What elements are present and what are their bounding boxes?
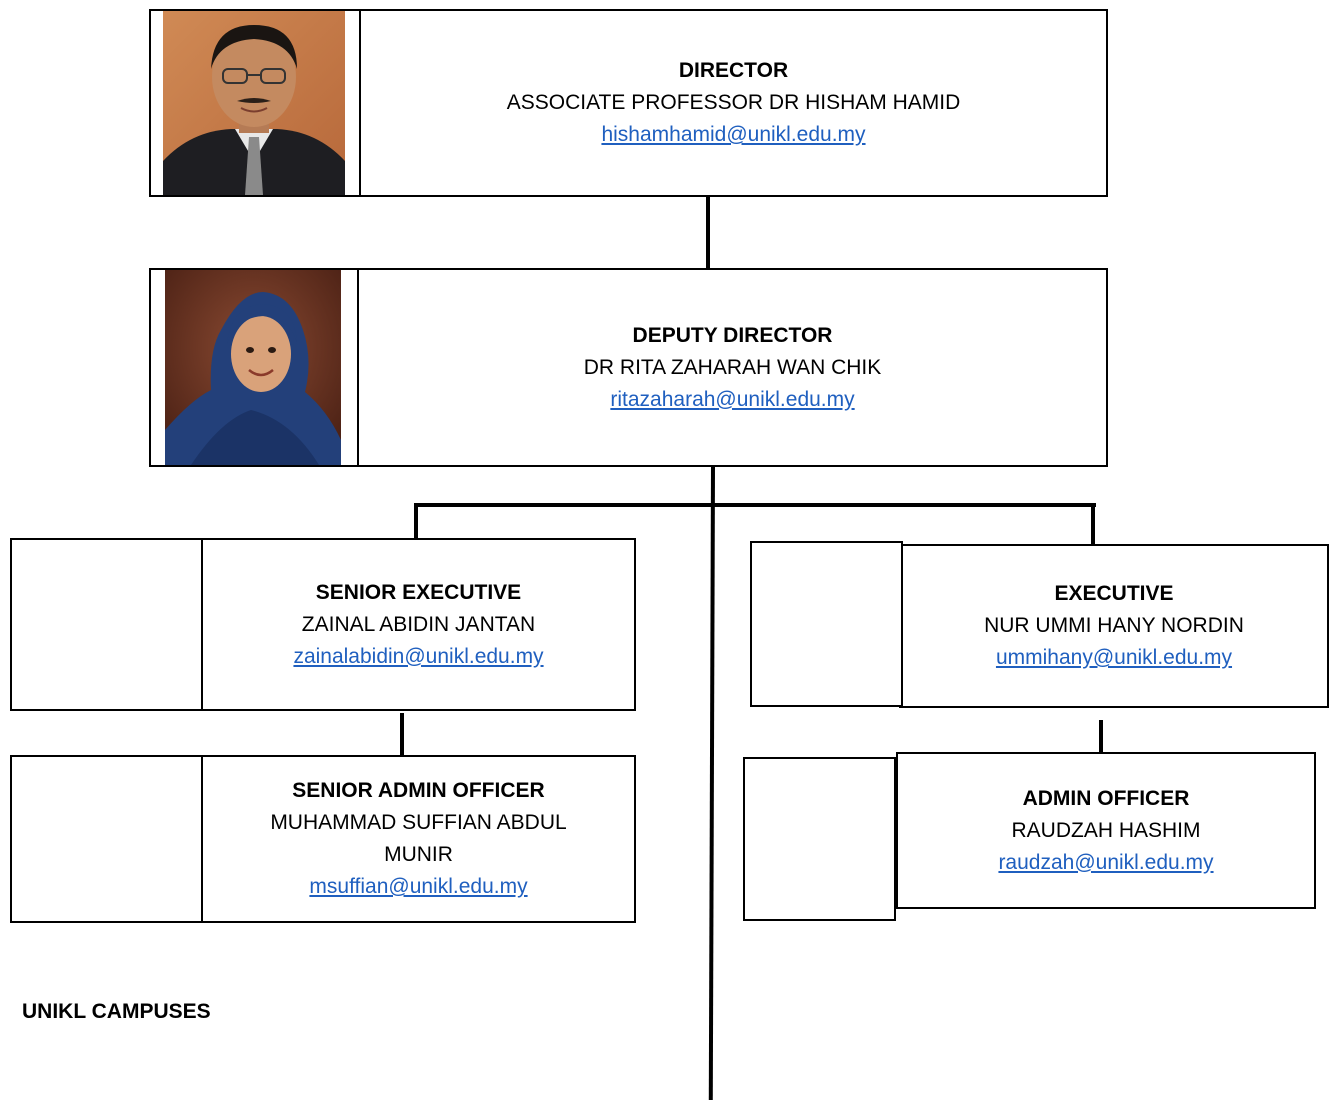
senior-admin-officer-details: SENIOR ADMIN OFFICER MUHAMMAD SUFFIAN AB… [203, 757, 634, 921]
admin-officer-details: ADMIN OFFICER RAUDZAH HASHIM raudzah@uni… [898, 754, 1314, 907]
senior-executive-card: SENIOR EXECUTIVE ZAINAL ABIDIN JANTAN za… [10, 538, 636, 711]
senior-admin-officer-role: SENIOR ADMIN OFFICER [292, 779, 545, 802]
connector-branch-senior-executive [414, 503, 418, 539]
deputy-director-email-link[interactable]: ritazaharah@unikl.edu.my [610, 387, 855, 411]
senior-executive-photo-placeholder [12, 540, 203, 709]
deputy-director-portrait-image [165, 270, 341, 465]
connector-senior-exec-senior-admin [400, 713, 404, 757]
deputy-director-details: DEPUTY DIRECTOR DR RITA ZAHARAH WAN CHIK… [359, 270, 1106, 465]
connector-deputy-trunk [708, 465, 715, 1101]
admin-officer-name: RAUDZAH HASHIM [1011, 818, 1201, 842]
connector-director-deputy [706, 196, 710, 268]
senior-admin-officer-name-line1: MUHAMMAD SUFFIAN ABDUL [270, 811, 567, 834]
director-card: DIRECTOR ASSOCIATE PROFESSOR DR HISHAM H… [149, 9, 1108, 197]
director-portrait-image [163, 11, 345, 195]
admin-officer-photo-placeholder [743, 757, 896, 921]
executive-role: EXECUTIVE [1054, 582, 1174, 605]
director-name: ASSOCIATE PROFESSOR DR HISHAM HAMID [506, 91, 961, 114]
connector-exec-admin [1099, 720, 1103, 770]
senior-admin-officer-photo-placeholder [12, 757, 203, 921]
director-email-link[interactable]: hishamhamid@unikl.edu.my [601, 123, 866, 146]
admin-officer-role: ADMIN OFFICER [1022, 786, 1190, 810]
executive-email-link[interactable]: ummihany@unikl.edu.my [995, 646, 1233, 669]
admin-officer-card: ADMIN OFFICER RAUDZAH HASHIM raudzah@uni… [896, 752, 1316, 909]
connector-horizontal-branch [414, 503, 1096, 507]
senior-executive-name: ZAINAL ABIDIN JANTAN [301, 612, 536, 636]
campuses-heading: UNIKL CAMPUSES [22, 1000, 211, 1023]
executive-card: EXECUTIVE NUR UMMI HANY NORDIN ummihany@… [899, 544, 1329, 708]
senior-executive-role: SENIOR EXECUTIVE [315, 580, 522, 604]
executive-details: EXECUTIVE NUR UMMI HANY NORDIN ummihany@… [901, 546, 1327, 706]
deputy-director-photo [151, 270, 359, 465]
deputy-director-card: DEPUTY DIRECTOR DR RITA ZAHARAH WAN CHIK… [149, 268, 1108, 467]
senior-executive-email-link[interactable]: zainalabidin@unikl.edu.my [293, 644, 544, 668]
deputy-director-role: DEPUTY DIRECTOR [632, 323, 833, 347]
senior-executive-details: SENIOR EXECUTIVE ZAINAL ABIDIN JANTAN za… [203, 540, 634, 709]
admin-officer-email-link[interactable]: raudzah@unikl.edu.my [998, 850, 1214, 874]
director-role: DIRECTOR [678, 59, 789, 82]
executive-name: NUR UMMI HANY NORDIN [984, 614, 1244, 637]
connector-branch-executive [1091, 503, 1095, 545]
deputy-director-name: DR RITA ZAHARAH WAN CHIK [583, 355, 882, 379]
director-photo [151, 11, 361, 195]
senior-admin-officer-email-link[interactable]: msuffian@unikl.edu.my [309, 875, 528, 898]
executive-photo-placeholder [750, 541, 903, 707]
director-details: DIRECTOR ASSOCIATE PROFESSOR DR HISHAM H… [361, 11, 1106, 195]
senior-admin-officer-card: SENIOR ADMIN OFFICER MUHAMMAD SUFFIAN AB… [10, 755, 636, 923]
senior-admin-officer-name-line2: MUNIR [384, 843, 453, 866]
